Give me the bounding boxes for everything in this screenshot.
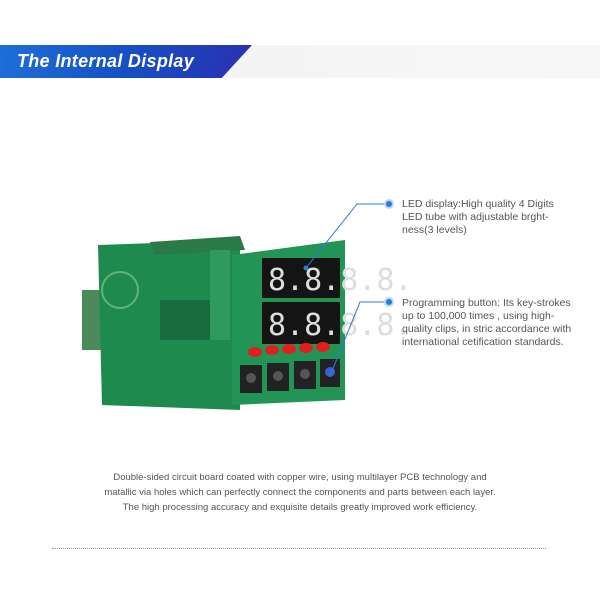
led-display-bottom xyxy=(262,302,340,344)
callout-line-display xyxy=(305,203,389,269)
section-banner xyxy=(0,45,252,78)
programming-buttons xyxy=(240,359,340,393)
description: Double-sided circuit board coated with c… xyxy=(60,470,540,515)
description-line: Double-sided circuit board coated with c… xyxy=(113,472,487,483)
display-digits-bottom: 8.8.8.8. xyxy=(268,308,413,343)
callout-dot-icon xyxy=(384,297,394,307)
callout-programming-button: Programming button: Its key-strokes up t… xyxy=(402,297,572,348)
description-line: matallic via holes which can perfectly c… xyxy=(104,487,496,498)
display-digits-top: 8.8.8.8. xyxy=(268,263,413,298)
section-title: The Internal Display xyxy=(17,51,195,71)
led-display-top xyxy=(262,258,340,298)
description-line: The high processing accuracy and exquisi… xyxy=(122,502,478,513)
callout-dot-icon xyxy=(384,199,394,209)
indicator-leds xyxy=(248,342,330,357)
dotted-divider xyxy=(52,548,546,549)
callout-line-button xyxy=(329,301,389,377)
terminal-block xyxy=(82,290,104,350)
callout-led-display: LED display:High quality 4 Digits LED tu… xyxy=(402,198,554,236)
